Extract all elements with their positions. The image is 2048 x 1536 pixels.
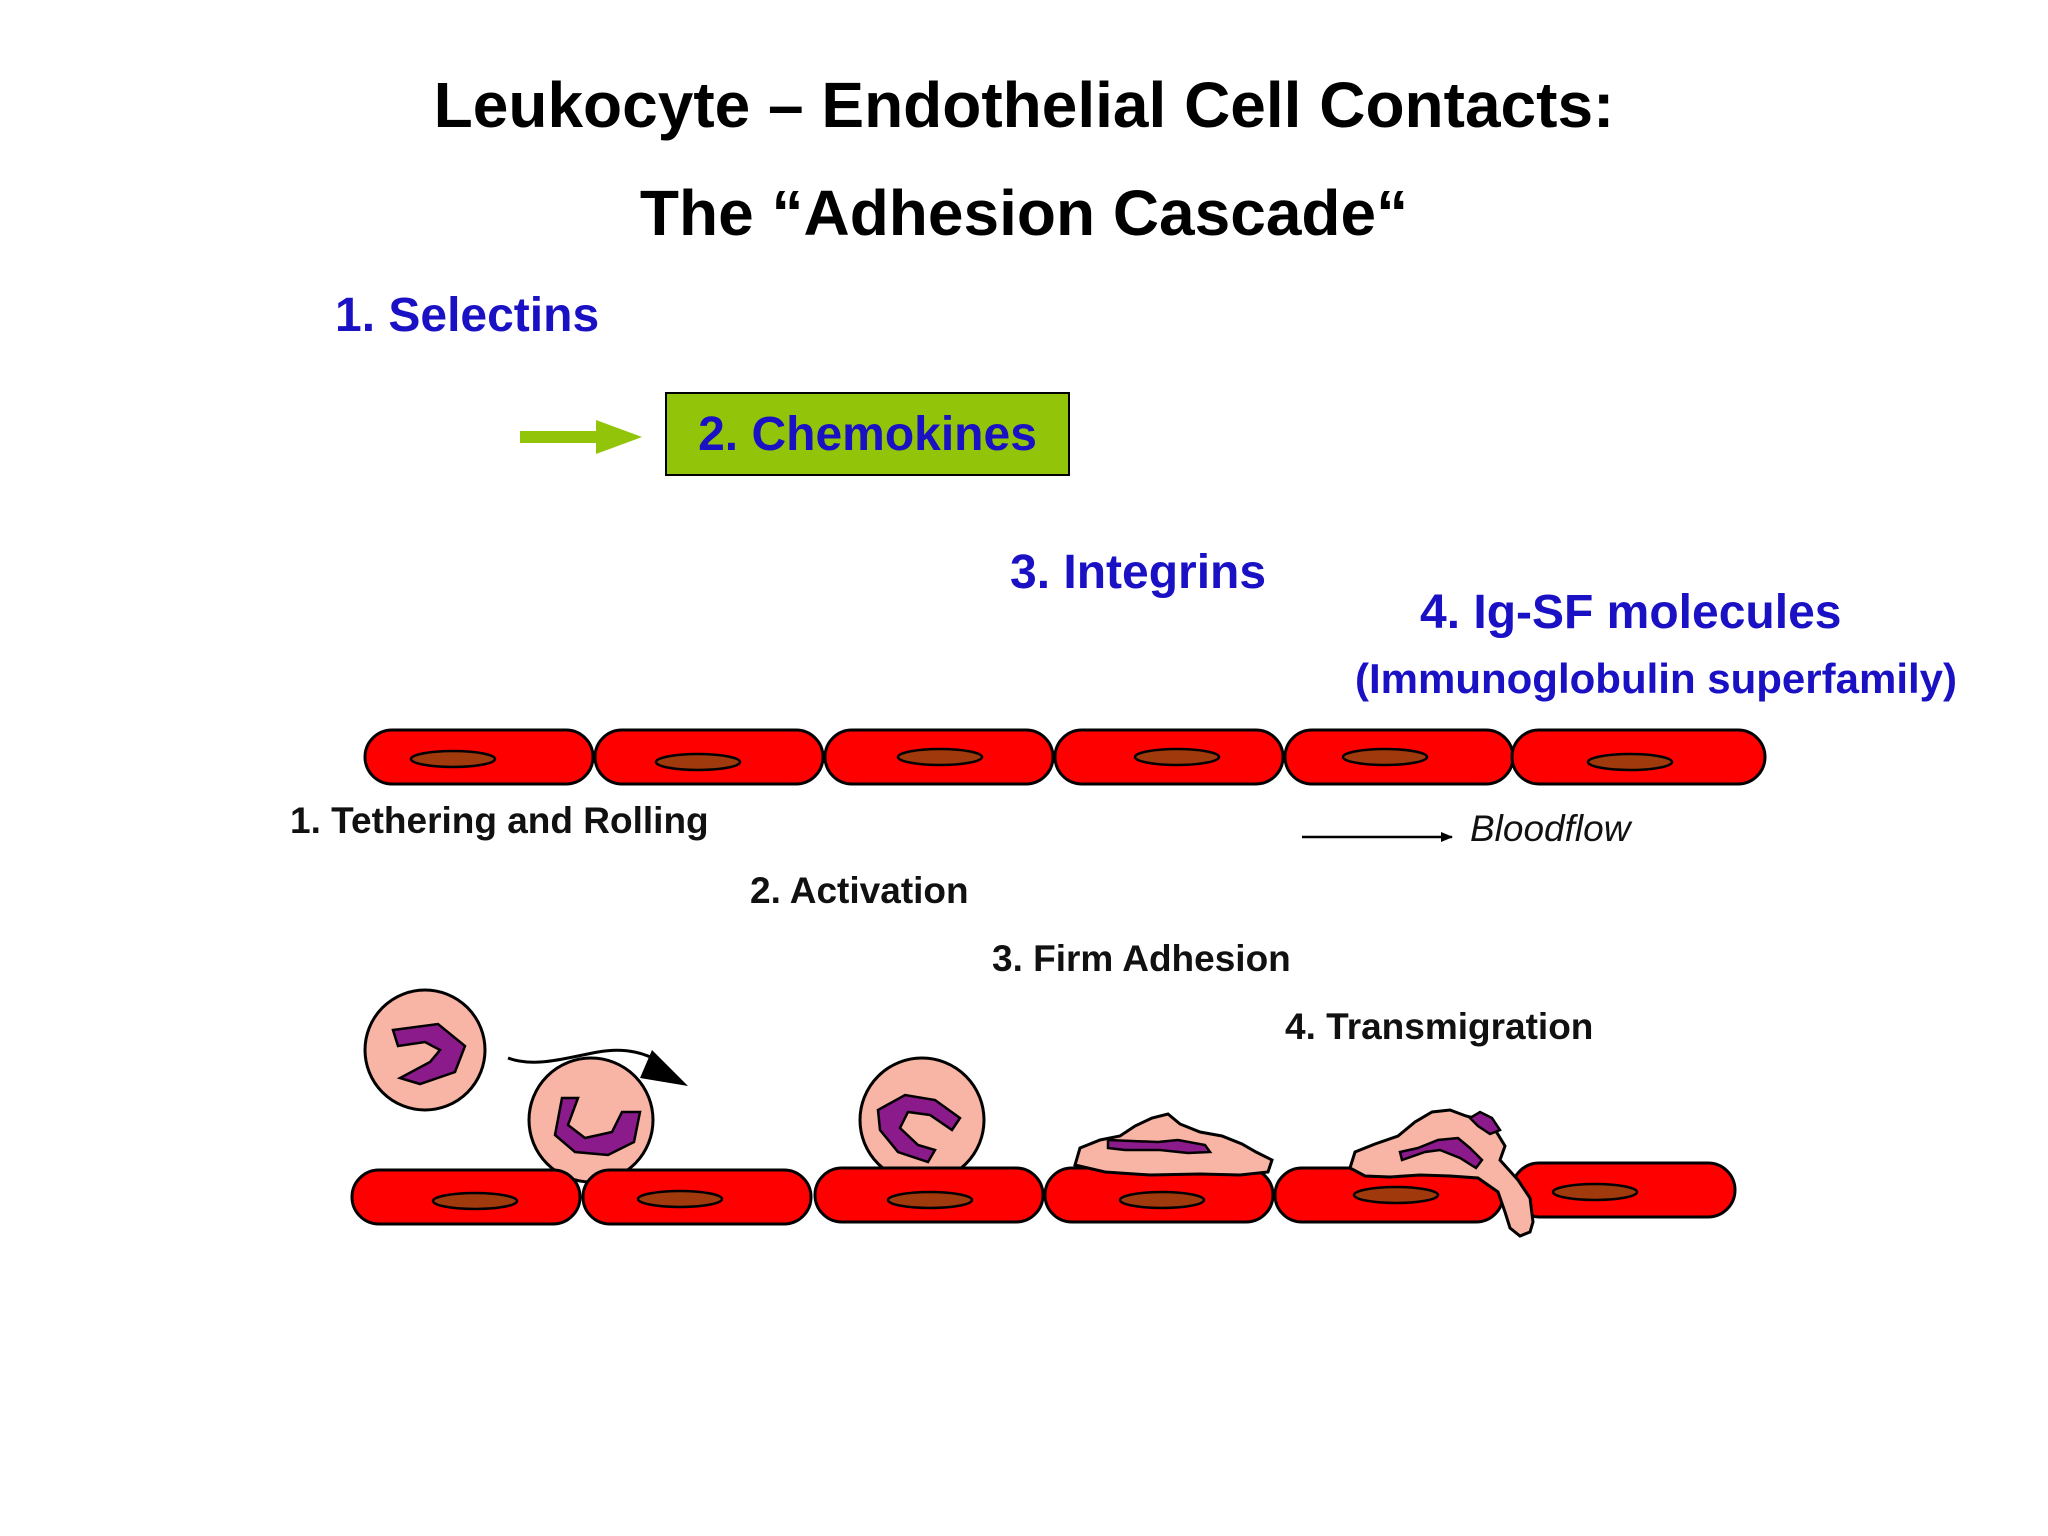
top-endothelium	[363, 728, 1767, 786]
endothelial-cell	[1510, 1161, 1737, 1219]
chemokines-box: 2. Chemokines	[665, 392, 1070, 476]
step-tethering-rolling: 1. Tethering and Rolling	[290, 800, 709, 841]
endothelial-cell	[1510, 728, 1767, 786]
title-line-2: The “Adhesion Cascade“	[639, 177, 1409, 249]
endothelial-cell	[581, 1168, 813, 1226]
endothelial-cell	[363, 728, 595, 786]
bloodflow-label: Bloodflow	[1470, 808, 1631, 849]
igsf-subtitle: (Immunoglobulin superfamily)	[1355, 655, 1958, 702]
endothelial-cell	[593, 728, 825, 786]
endothelial-cell	[1053, 728, 1285, 786]
step-activation: 2. Activation	[750, 870, 969, 911]
chemokines-label: 2. Chemokines	[698, 407, 1037, 461]
selectins-label: 1. Selectins	[335, 289, 600, 342]
endothelial-cell	[350, 1168, 582, 1226]
leukocyte-transmigrating	[1348, 1108, 1535, 1238]
endothelial-cell	[813, 1166, 1045, 1224]
step-transmigration: 4. Transmigration	[1285, 1006, 1594, 1047]
endothelial-cell	[1273, 1166, 1505, 1224]
step-firm-adhesion: 3. Firm Adhesion	[992, 938, 1291, 979]
leukocyte-rolling	[527, 1056, 655, 1184]
bottom-endothelium	[350, 1161, 1737, 1226]
leukocyte-activated	[858, 1056, 986, 1184]
endothelial-cell	[1283, 728, 1515, 786]
leukocyte-firm-adhesion	[1073, 1112, 1274, 1177]
title-line-1: Leukocyte – Endothelial Cell Contacts:	[433, 69, 1615, 141]
green-arrow-icon	[520, 420, 642, 454]
integrins-label: 3. Integrins	[1010, 546, 1267, 599]
endothelial-cell	[823, 728, 1055, 786]
igsf-label: 4. Ig-SF molecules	[1420, 586, 1842, 639]
leukocyte-free	[363, 988, 487, 1112]
rolling-arrow-icon	[507, 1048, 688, 1086]
